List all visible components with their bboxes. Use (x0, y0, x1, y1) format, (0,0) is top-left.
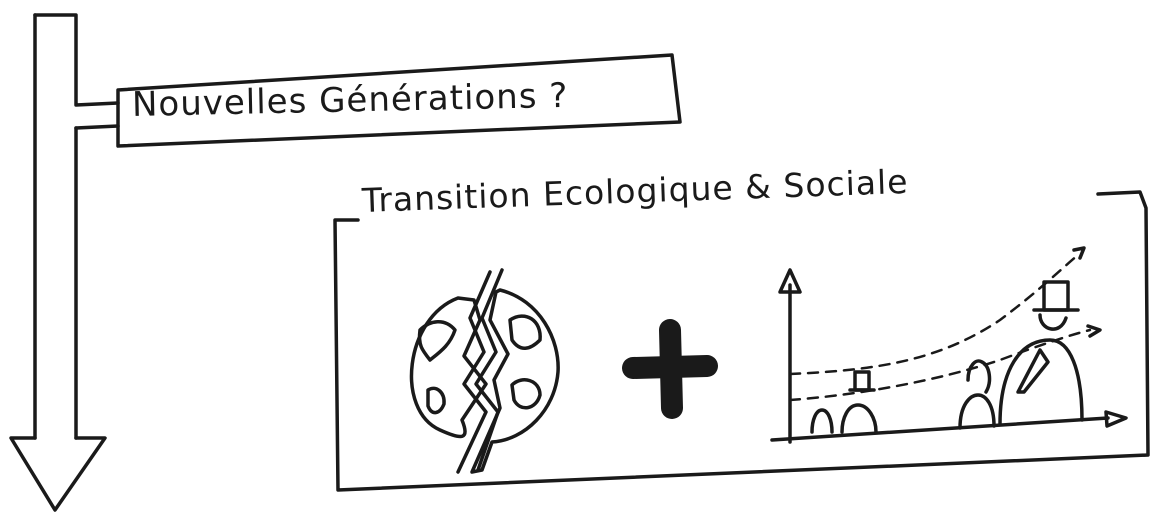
plus-icon (622, 319, 718, 419)
panel-frame (333, 190, 1150, 492)
split-globe-icon (409, 268, 560, 474)
inequality-chart-icon (770, 246, 1128, 444)
label-box-top (116, 53, 682, 148)
title-nouvelles-generations: Nouvelles Générations ? (131, 75, 569, 125)
down-arrow-icon (9, 13, 120, 512)
